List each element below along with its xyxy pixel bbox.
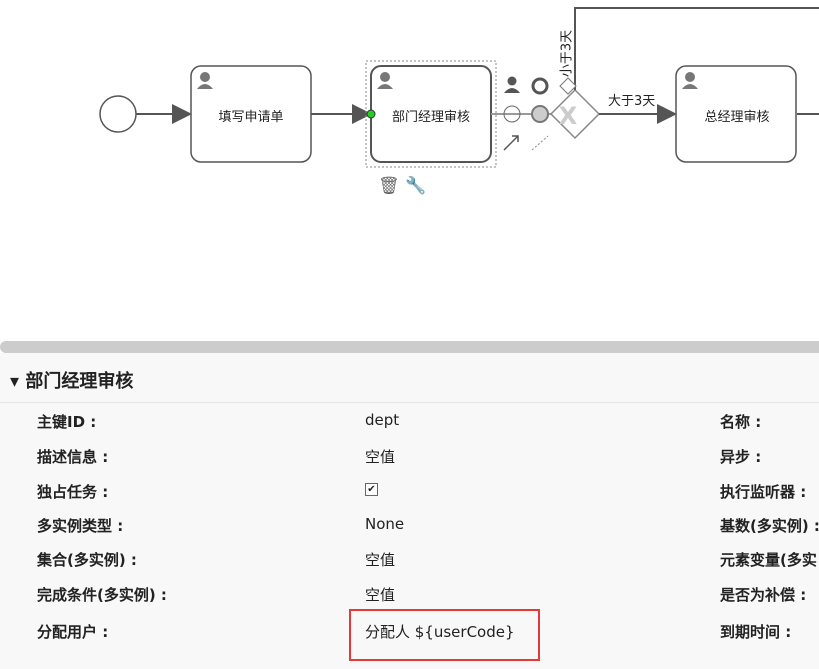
delete-icon: 🗑 — [378, 176, 400, 196]
context-pad[interactable]: 🗑 🔧 — [378, 76, 577, 197]
flow-label-less[interactable]: 小于3天 — [559, 29, 575, 78]
task-label: 填写申请单 — [218, 110, 284, 125]
property-row: 分配用户 : 分配人 ${userCode} 到期时间 : — [0, 621, 819, 651]
property-label: 到期时间 : — [720, 623, 792, 641]
gateway-x-icon: X — [559, 102, 578, 130]
flow-label-greater[interactable]: 大于3天 — [608, 94, 656, 109]
wrench-icon: 🔧 — [405, 175, 426, 196]
property-label: 基数(多实例) : — [720, 517, 819, 535]
property-value[interactable]: 空值 — [365, 551, 396, 569]
property-row: 集合(多实例) : 空值 元素变量(多实 — [0, 549, 819, 579]
property-row: 主键ID : dept 名称 : — [0, 411, 819, 441]
property-row: 描述信息 : 空值 异步 : — [0, 446, 819, 476]
panel-title: 部门经理审核 — [25, 371, 134, 392]
divider — [0, 402, 819, 403]
sequence-flow[interactable] — [574, 7, 819, 90]
connect-arrow-icon — [503, 135, 519, 151]
exclusive-checkbox[interactable]: ✔ — [365, 483, 378, 496]
properties-panel: ▾ 部门经理审核 — [0, 353, 819, 669]
property-row: 独占任务 : ✔ 执行监听器 : — [0, 481, 819, 511]
user-icon — [197, 72, 698, 89]
bpmn-canvas[interactable]: X 🗑 🔧 填写申请单 部门经理审核 总经理审核 小于3天 大于3天 — [0, 0, 819, 340]
property-label: 元素变量(多实 — [720, 551, 817, 569]
property-value[interactable]: 空值 — [365, 586, 396, 604]
property-label: 是否为补偿 : — [720, 586, 807, 604]
horizontal-scrollbar[interactable] — [0, 341, 819, 353]
highlight-box — [349, 609, 540, 661]
property-value[interactable]: None — [365, 515, 405, 533]
panel-header[interactable]: ▾ 部门经理审核 — [10, 367, 133, 393]
selection-box — [365, 60, 497, 168]
property-label: 描述信息 : — [37, 448, 109, 466]
property-label: 完成条件(多实例) : — [37, 586, 167, 604]
exclusive-gateway[interactable] — [549, 88, 601, 140]
append-intermediate-event-icon — [531, 105, 549, 123]
append-timer-icon — [503, 105, 521, 123]
property-label: 集合(多实例) : — [37, 551, 137, 569]
append-user-task-icon — [504, 76, 520, 93]
property-label: 主键ID : — [37, 413, 97, 431]
property-label: 异步 : — [720, 448, 762, 466]
property-value[interactable]: 空值 — [365, 448, 396, 466]
property-value[interactable]: 分配人 ${userCode} — [365, 623, 515, 641]
property-value[interactable]: dept — [365, 411, 400, 429]
append-end-event-icon — [531, 77, 549, 95]
connection-anchor[interactable] — [366, 109, 376, 119]
property-label: 执行监听器 : — [720, 483, 807, 501]
property-row: 多实例类型 : None 基数(多实例) : — [0, 515, 819, 545]
property-label: 名称 : — [720, 413, 762, 431]
property-label: 多实例类型 : — [37, 517, 124, 535]
append-gateway-icon — [559, 77, 577, 95]
property-label: 分配用户 : — [37, 623, 109, 641]
association-icon — [531, 135, 549, 151]
property-label: 独占任务 : — [37, 483, 109, 501]
task-label: 部门经理审核 — [391, 110, 470, 125]
start-event[interactable] — [99, 95, 137, 133]
task-label: 总经理审核 — [704, 110, 770, 125]
property-row: 完成条件(多实例) : 空值 是否为补偿 : — [0, 584, 819, 614]
chevron-down-icon: ▾ — [10, 371, 20, 392]
